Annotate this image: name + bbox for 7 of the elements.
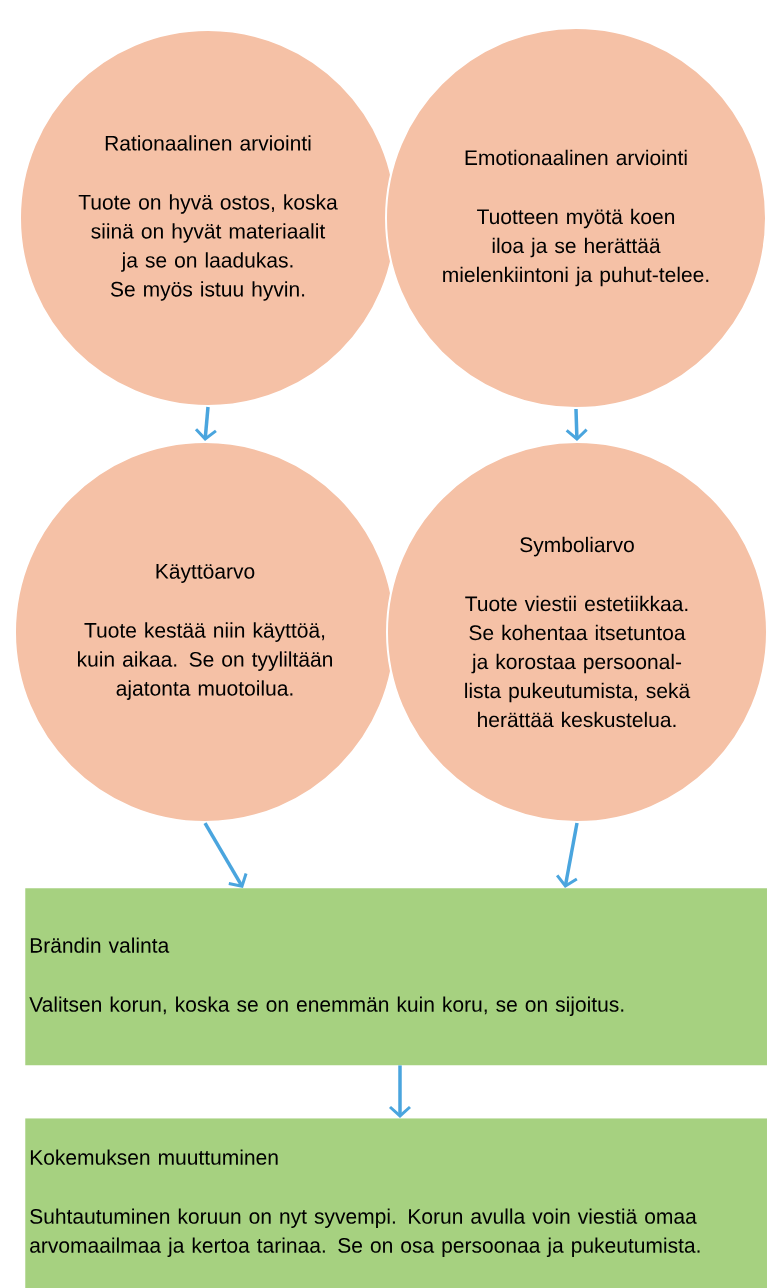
arrow (556, 822, 579, 888)
arrow (565, 408, 588, 441)
stage-box: Brändin valinta Valitsen korun, koska se on enemmän kuin koru, se on sijoitus. (25, 888, 767, 1066)
arrow (194, 406, 217, 441)
arrow (203, 822, 248, 888)
arrow (389, 1065, 411, 1118)
stage-box: Kokemuksen muuttuminen Suhtautuminen koruun on nyt syvempi. Korun avulla voin viestiä omaa arvomaailmaa ja kertoa tarinaa. Se on osa persoonaa ja pukeutumista. (25, 1118, 767, 1288)
